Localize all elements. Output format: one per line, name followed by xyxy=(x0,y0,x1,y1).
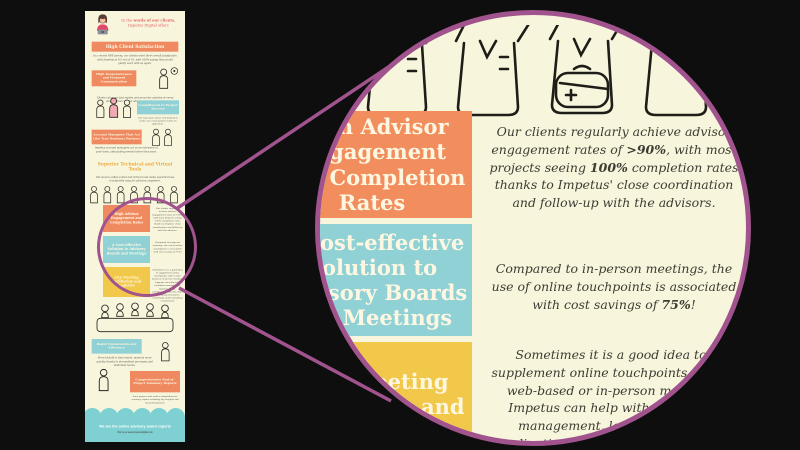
magnified-live-meeting-text: Sometimes it is a good idea to supplemen… xyxy=(482,346,740,446)
intro-line2: Impetus Digital offers xyxy=(128,23,169,28)
magnified-engagement-text: Our clients regularly achieve advisor en… xyxy=(488,123,740,212)
footer-headline: We are the online advisory board experts xyxy=(99,424,171,429)
cloud-bump xyxy=(166,407,185,427)
account-managers-text: Impetus account managers act as an exten… xyxy=(94,146,158,153)
responsiveness-text: Clients value our fast replies and proac… xyxy=(96,95,174,103)
cloud-bump xyxy=(85,407,102,427)
engagement-text-part: completion rates thanks to Impetus' clos… xyxy=(494,159,739,211)
intro-tagline: In the words of our clients, Impetus Dig… xyxy=(116,18,181,28)
connector-line-top xyxy=(175,58,400,211)
magnified-title-cost-effective: A Cost-effective Solution to Advisory Bo… xyxy=(320,224,472,336)
reports-text: Each project ends with a comprehensive s… xyxy=(131,394,179,404)
cloud-bump xyxy=(149,407,169,427)
intro-line1-bold: words of our clients, xyxy=(133,18,176,23)
cost-text-part: Compared to in-person meetings, the use … xyxy=(491,261,737,312)
magnified-labcoat-crowd-doodle xyxy=(362,25,746,119)
live-meeting-text-part: Sometimes it is a good idea to supplemen… xyxy=(487,347,735,446)
thought-bubble-icon xyxy=(170,67,178,75)
section-title-client-satisfaction: High Client Satisfaction xyxy=(91,41,179,52)
magnified-title-live-meeting: Live Meeting Facilitation and Logistics xyxy=(320,342,472,441)
intro-line1-prefix: In the xyxy=(121,18,134,23)
tools-text: Our secure online portal and virtual too… xyxy=(95,175,175,183)
magnified-title-engagement: High Advisor Engagement and Completion R… xyxy=(320,111,472,218)
engagement-text-part: Our clients regularly achieve advisor en… xyxy=(491,124,732,157)
section-title-tools: Superior Technical and Virtual Tools xyxy=(97,161,173,172)
section-title-turnarounds: Rapid Turnarounds and Efficiency xyxy=(91,338,142,354)
footer-band: We are the online advisory board experts… xyxy=(85,407,185,442)
cloud-bump xyxy=(99,407,119,427)
engagement-text-part: , with most projects seeing xyxy=(489,141,737,175)
magnifier-circle: High Advisor Engagement and Completion R… xyxy=(315,10,751,446)
engagement-stat-90: >90% xyxy=(626,141,667,157)
boardroom-meeting-doodle xyxy=(96,302,174,333)
magnifier-content: High Advisor Engagement and Completion R… xyxy=(320,15,746,441)
magnifier-source-ring xyxy=(97,197,197,297)
woman-at-laptop-icon xyxy=(96,14,109,35)
client-satisfaction-text: In a recent NPS survey, our clients rate… xyxy=(93,54,177,65)
footer-subline: Visit us at www.impetusdigital.com xyxy=(117,431,153,434)
magnified-cost-effective-text: Compared to in-person meetings, the use … xyxy=(488,260,740,313)
section-title-responsiveness: High Responsiveness and Frequent Communi… xyxy=(91,70,137,87)
cost-text-part: ! xyxy=(690,296,696,312)
section-title-reports: Comprehensive End-of-Project Summary Rep… xyxy=(129,370,180,393)
turnarounds-text: From kickoff to final report, projects m… xyxy=(96,356,153,367)
section-title-account-managers: Account Managers That Act Like True Busi… xyxy=(91,129,142,145)
cloud-bump xyxy=(116,407,135,427)
cloud-bump xyxy=(132,407,152,427)
cost-stat-75: 75% xyxy=(661,296,691,312)
engagement-stat-100: 100% xyxy=(589,159,628,175)
section-title-commitment: Commitment to Project Success xyxy=(136,100,179,115)
commitment-text: Our team goes above and beyond to make s… xyxy=(138,116,178,126)
